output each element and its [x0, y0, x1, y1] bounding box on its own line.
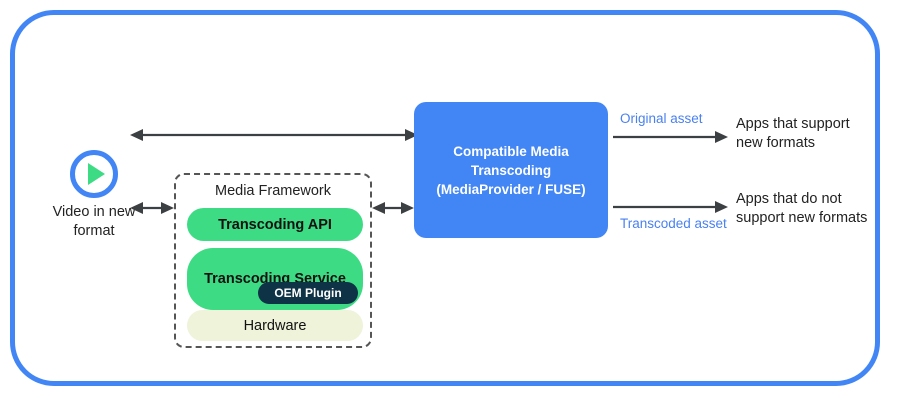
- media-framework-group: Media Framework Transcoding API Transcod…: [174, 173, 372, 348]
- edge-media-framework-to-cmt: [372, 202, 414, 214]
- compatible-media-transcoding-box[interactable]: Compatible Media Transcoding (MediaProvi…: [414, 102, 608, 238]
- video-source-caption: Video in new format: [52, 204, 136, 239]
- oem-plugin-badge[interactable]: OEM Plugin: [258, 282, 358, 304]
- play-triangle-icon: [88, 163, 105, 185]
- edge-source-to-media-framework: [130, 202, 174, 214]
- compatible-media-transcoding-label: Compatible Media Transcoding (MediaProvi…: [436, 143, 586, 197]
- edge-cmt-to-supported-apps: [613, 131, 728, 143]
- edge-source-to-cmt: [130, 129, 418, 141]
- apps-not-supporting-new-formats-label: Apps that do not support new formats: [736, 191, 868, 226]
- apps-supporting-new-formats-label: Apps that support new formats: [736, 116, 850, 151]
- media-framework-title: Media Framework: [214, 183, 332, 199]
- transcoded-asset-label: Transcoded asset: [620, 216, 727, 231]
- oem-plugin-label: OEM Plugin: [274, 286, 342, 300]
- original-asset-label: Original asset: [620, 111, 703, 126]
- edge-cmt-to-unsupported-apps: [613, 201, 728, 213]
- transcoding-api-box[interactable]: Transcoding API: [187, 208, 363, 241]
- play-circle-icon: [70, 150, 118, 198]
- outer-frame: [10, 10, 880, 386]
- transcoding-api-label: Transcoding API: [218, 216, 332, 233]
- play-circle-ring: [70, 150, 118, 198]
- hardware-box[interactable]: Hardware: [187, 310, 363, 341]
- hardware-label: Hardware: [243, 317, 307, 334]
